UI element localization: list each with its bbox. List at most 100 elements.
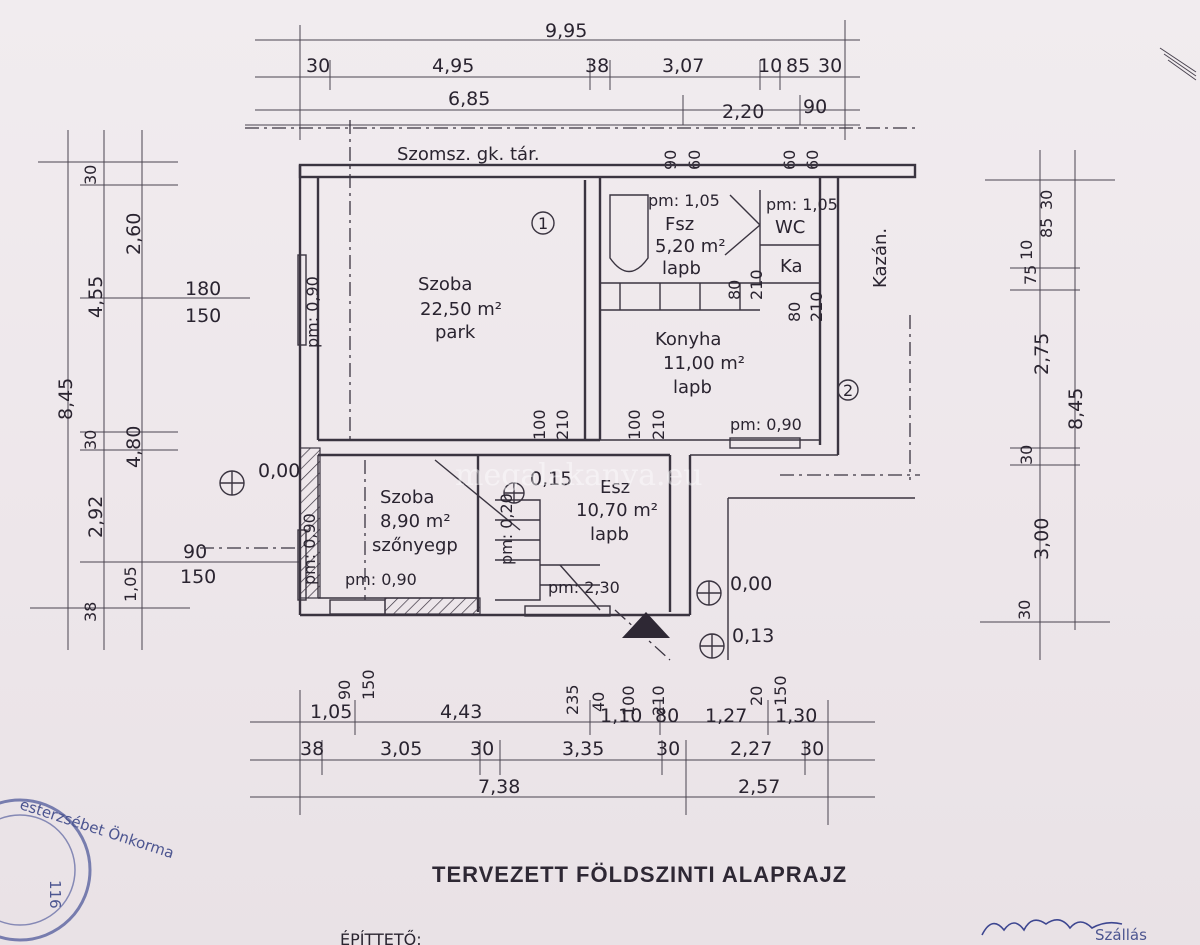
watermark: megalakanya.eu [455, 458, 703, 493]
dim-right-c5: 30 [1017, 445, 1036, 465]
elev-3: 0,13 [732, 625, 774, 647]
door-dim-0: 80 [725, 280, 744, 300]
dim-top-r1-0: 30 [306, 55, 330, 77]
dim-right-c1: 85 [1037, 218, 1056, 238]
fixtures [434, 194, 761, 611]
dim-left-outer: 8,45 [55, 378, 77, 420]
dim-bot-r2-0: 38 [300, 738, 324, 760]
dim-right-c0: 30 [1037, 190, 1056, 210]
dim-bot-r2-4: 30 [656, 738, 680, 760]
dim-right-c7: 30 [1015, 600, 1034, 620]
stamp-text-0: esterzsébet Önkorma [18, 794, 177, 862]
sill-5: pm: 0,90 [345, 570, 417, 589]
dim-bot-r2-6: 30 [800, 738, 824, 760]
room-4-area: 10,70 m² [576, 500, 658, 521]
bottom-dimension-chains [250, 690, 875, 825]
label-ka: Ka [780, 256, 803, 277]
dim-bot-open-1: 150 [359, 669, 378, 700]
right-dimension-chains [980, 150, 1115, 660]
room-1-floor: park [435, 322, 476, 343]
stamp-text-1: 116 [46, 880, 64, 909]
dim-top-r1-3: 3,07 [662, 55, 704, 77]
door-dim-1: 210 [747, 269, 766, 300]
dim-top-overall: 9,95 [545, 20, 587, 42]
sill-7: pm: 2,30 [548, 578, 620, 597]
dim-top-r1-6: 30 [818, 55, 842, 77]
elev-0: 0,00 [258, 460, 300, 482]
dim-win-2: 90 [183, 541, 207, 563]
room-3-floor: szőnyegp [372, 535, 458, 556]
dim-left-c5: 2,92 [85, 496, 107, 538]
dim-top-r1-5: 85 [786, 55, 810, 77]
dim-open-3: 60 [803, 150, 822, 170]
dim-bot-r2-3: 3,35 [562, 738, 604, 760]
official-stamp: esterzsébet Önkorma 116 [0, 794, 177, 942]
sill-1: pm: 1,05 [766, 195, 838, 214]
dim-top-r1-2: 38 [585, 55, 609, 77]
signature-scribble [981, 919, 1123, 936]
dim-right-c3: 75 [1021, 265, 1040, 285]
dim-left-c0: 30 [81, 165, 100, 185]
dim-top-r1-1: 4,95 [432, 55, 474, 77]
dim-right-outer: 8,45 [1065, 388, 1087, 430]
left-dimension-chains [30, 130, 300, 650]
corner-marks [1159, 47, 1197, 81]
entrance-arrow-icon [622, 612, 670, 638]
dim-left-c3: 30 [81, 430, 100, 450]
room-4-name: Esz [600, 477, 630, 498]
marker-2 [837, 379, 859, 401]
dim-bot-r3-1: 2,57 [738, 776, 780, 798]
room-5-area: 5,20 m² [655, 236, 726, 257]
dim-bot-r1-5: 1,30 [775, 705, 817, 727]
sill-0: pm: 1,05 [648, 191, 720, 210]
hatched-wall-bottom [384, 597, 481, 615]
elev-1: 0,15 [530, 468, 572, 490]
dim-top-r2-2: 90 [803, 96, 827, 118]
room-5-floor: lapb [662, 258, 701, 279]
dim-bot-open-0: 90 [335, 680, 354, 700]
dim-bot-open-7: 150 [771, 675, 790, 706]
dim-bot-r3-0: 7,38 [478, 776, 520, 798]
dim-bot-open-4: 100 [619, 685, 638, 716]
dim-open-1: 60 [685, 150, 704, 170]
dim-bot-open-6: 20 [747, 686, 766, 706]
top-dimension-chains [245, 20, 860, 140]
dim-bot-r1-0: 1,05 [310, 701, 352, 723]
door-dim-2: 80 [785, 302, 804, 322]
dim-left-c4: 4,80 [123, 426, 145, 468]
room-3-area: 8,90 m² [380, 511, 451, 532]
dim-right-c6: 3,00 [1031, 518, 1053, 560]
dim-bot-open-3: 40 [589, 692, 608, 712]
sill-3: pm: 0,90 [730, 415, 802, 434]
dim-bot-r2-1: 3,05 [380, 738, 422, 760]
door-dim-7: 210 [649, 409, 668, 440]
room-2-floor: lapb [673, 377, 712, 398]
dim-bot-r1-2: 1,10 [600, 705, 642, 727]
label-storage: Szomsz. gk. tár. [397, 144, 540, 165]
door-dim-5: 210 [553, 409, 572, 440]
dim-win-0: 180 [185, 278, 221, 300]
signature-text: Szállás [1095, 926, 1147, 944]
dim-bot-open-2: 235 [563, 684, 582, 715]
dim-bot-r1-3: 80 [655, 705, 679, 727]
dim-bot-r2-2: 30 [470, 738, 494, 760]
dim-left-c7: 38 [81, 602, 100, 622]
sill-4: pm: 0,90 [300, 513, 319, 585]
footer-text: ÉPÍTTETŐ: [340, 929, 422, 945]
marker-1-label: 1 [538, 214, 548, 233]
room-1-area: 22,50 m² [420, 299, 502, 320]
dim-left-c1: 2,60 [123, 213, 145, 255]
dim-left-c6: 1,05 [121, 566, 140, 602]
walls [298, 163, 917, 660]
door-dim-6: 100 [625, 409, 644, 440]
room-2-area: 11,00 m² [663, 353, 745, 374]
dim-top-r2-0: 6,85 [448, 88, 490, 110]
label-boiler: Kazán. [870, 228, 891, 288]
door-dim-4: 100 [530, 409, 549, 440]
drawing-title: TERVEZETT FÖLDSZINTI ALAPRAJZ [432, 862, 847, 887]
windows [297, 254, 801, 617]
dim-win-3: 150 [180, 566, 216, 588]
dim-top-r1-4: 10 [758, 55, 782, 77]
